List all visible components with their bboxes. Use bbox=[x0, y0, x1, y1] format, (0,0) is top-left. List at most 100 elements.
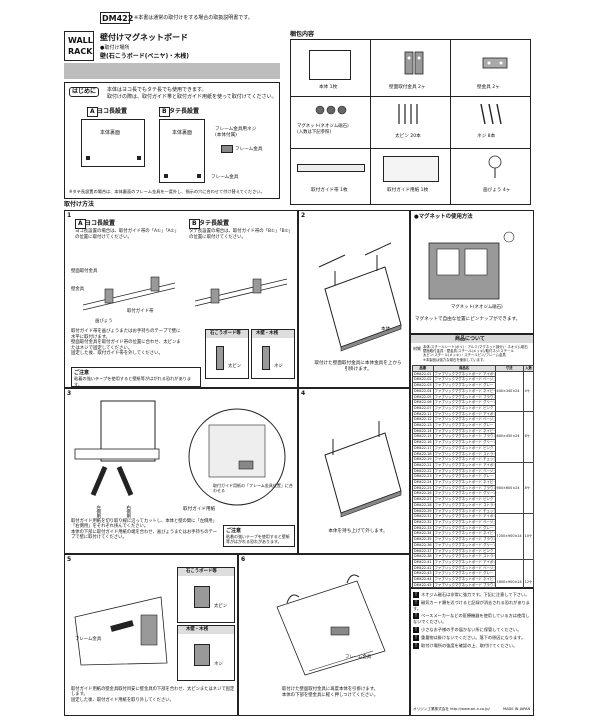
step1-wood-label: 木壁・木桟 bbox=[256, 331, 278, 336]
product-code: DM422-41 bbox=[412, 558, 434, 566]
product-magnet-count: 6ケ bbox=[522, 410, 535, 463]
product-code: DM422-29 bbox=[412, 507, 434, 515]
product-code: DM422-32 bbox=[412, 519, 434, 526]
made-in: MADE IN JAPAN bbox=[503, 707, 531, 711]
frame-hw-a-right bbox=[137, 156, 141, 160]
item-pin: 太ピン 20本 bbox=[395, 134, 421, 140]
step1-board-label: 石こうボード等 bbox=[210, 331, 241, 336]
product-name: ファブリックマグネットボード ネイビー bbox=[432, 479, 496, 486]
step4-panel: 4 本体を持ち上げて外します。 bbox=[298, 388, 410, 554]
product-code: DM422-15 bbox=[412, 433, 434, 441]
product-name: ファブリックマグネットボード ネイビー bbox=[432, 530, 496, 538]
product-name: ファブリックマグネットボード グレー bbox=[432, 473, 496, 481]
install-place-value: 壁(石こうボード(ベニヤ)・木桟) bbox=[100, 53, 189, 60]
magnet-title: ●マグネットの使用方法 bbox=[414, 214, 473, 220]
intro-line1: 本体はヨコ長でもタテ長でも使用できます。 bbox=[107, 87, 207, 93]
guide-band-illustration bbox=[297, 164, 365, 172]
item-guide-band: 取付ガイド帯 1枚 bbox=[311, 188, 348, 194]
step3-note-title: ご注意 bbox=[226, 528, 242, 534]
install-place-label: ●取付け場所 bbox=[100, 45, 130, 51]
product-code: DM422-33 bbox=[412, 524, 434, 532]
product-code: DM422-03 bbox=[412, 382, 434, 389]
warning-text: ネオジム磁石は非常に強力です。下記に注意して下さい。 bbox=[421, 592, 530, 597]
item-wall-hw: 壁面取付金具 2ヶ bbox=[389, 85, 426, 91]
step5-number: 5 bbox=[67, 556, 72, 563]
product-code: DM422-04 bbox=[412, 387, 434, 395]
grid-v2 bbox=[450, 40, 451, 204]
product-code: DM422-19 bbox=[412, 456, 434, 463]
product-code: DM422-24 bbox=[412, 479, 434, 486]
warning-text: 取付け場所の強度を確認の上、取付けてください。 bbox=[421, 642, 518, 648]
product-name: ファブリックマグネットボード グリーン bbox=[432, 541, 496, 549]
header-bar bbox=[64, 63, 280, 79]
product-code: DM422-43 bbox=[412, 570, 434, 577]
warning-icon: ! bbox=[413, 600, 419, 606]
warning-item: !小さなお子様の手の届かない所に保管してください。 bbox=[413, 626, 533, 633]
product-magnet-count: 4ケ bbox=[522, 370, 535, 412]
intro-note: ※タテ長設置の場合は、本体裏面のフレーム金具を一度外し、指示の穴に合わせて付け替… bbox=[69, 189, 265, 194]
product-code: DM422-12 bbox=[412, 416, 434, 424]
warning-icon: ! bbox=[413, 613, 419, 620]
warnings-panel: !ネオジム磁石は非常に強力です。下記に注意して下さい。!磁気カード類を近づけると… bbox=[410, 588, 534, 716]
item-wall-metal: 壁金具 2ヶ bbox=[477, 85, 500, 91]
logo-line2: RACK bbox=[68, 47, 93, 56]
item-screw: ネジ 8本 bbox=[477, 134, 495, 140]
product-code: DM422-26 bbox=[412, 490, 434, 498]
product-name: ファブリックマグネットボード ピンク bbox=[432, 496, 496, 503]
product-name: ファブリックマグネットボード グレー bbox=[432, 422, 496, 429]
step4-number: 4 bbox=[301, 390, 306, 397]
product-name: ファブリックマグネットボード ピンク bbox=[432, 547, 496, 555]
product-name: ファブリックマグネットボード ベージュ bbox=[432, 519, 496, 526]
item-body-name: 本体 bbox=[319, 85, 329, 90]
product-name: ファブリックマグネットボード チェック bbox=[432, 507, 496, 515]
product-title: 商品について bbox=[455, 336, 485, 342]
grid-h2 bbox=[291, 148, 530, 149]
product-code: DM422-01 bbox=[412, 370, 434, 378]
product-size: 900×600×24 bbox=[494, 461, 524, 515]
intro-line2: 取付けの際は、取付ガイド帯と取付ガイド用紙を使って取付けてください。 bbox=[107, 94, 277, 100]
item-guide-band-name: 取付ガイド帯 bbox=[311, 188, 339, 193]
magnet-panel: ●マグネットの使用方法 マグネット(ネオジム磁石) マグネットで自由な位置にピン… bbox=[410, 210, 534, 334]
step6-diagram bbox=[276, 574, 386, 676]
item-thumbtack: 画びょう 4ヶ bbox=[483, 188, 510, 194]
warning-item: !取付け場所の強度を確認の上、取付けてください。 bbox=[413, 642, 533, 649]
step5-board-box: 石こうボード等 太ピン bbox=[177, 567, 235, 623]
item-pin-qty: 20本 bbox=[410, 134, 421, 139]
warning-text: ペースメーカーなどの医療機器を使用している方は使用しないでください。 bbox=[413, 613, 530, 625]
product-name: ファブリックマグネットボード グレー bbox=[432, 570, 496, 577]
step5-wood-label: 木壁・木桟 bbox=[186, 627, 208, 632]
product-name: ファブリックマグネットボード アイボリー bbox=[432, 370, 496, 378]
product-code: DM422-27 bbox=[412, 496, 434, 503]
item-magnet-name: マグネット(ネオジム磁石) (入数は下記参照) bbox=[297, 124, 349, 135]
product-name: ファブリックマグネットボード ネイビー bbox=[432, 427, 496, 435]
step5-wood-box: 木壁・木桟 ネジ bbox=[177, 625, 235, 681]
thick-pin-icon bbox=[398, 104, 418, 124]
intro-badge: はじめに bbox=[69, 87, 100, 97]
product-name: ファブリックマグネットボード ネイビー bbox=[432, 576, 496, 583]
product-code: DM422-17 bbox=[412, 444, 434, 452]
step1-guide-diagram bbox=[82, 276, 288, 311]
product-code: DM422-44 bbox=[412, 576, 434, 583]
product-code: DM422-34 bbox=[412, 530, 434, 538]
step5-board-title-bar bbox=[178, 568, 234, 576]
item-screw-name: ネジ bbox=[477, 134, 487, 139]
product-name: ファブリックマグネットボード ピンク bbox=[432, 444, 496, 452]
step5-frame-label: フレーム金具 bbox=[75, 637, 102, 642]
product-name: ファブリックマグネットボード ブラウン bbox=[432, 393, 496, 401]
product-name: ファブリックマグネットボード ブラウン bbox=[432, 536, 496, 543]
wall-metal-icon bbox=[482, 57, 508, 69]
tab-a-title: ヨコ長設置 bbox=[97, 108, 128, 115]
step1-a-title: ヨコ長設置 bbox=[85, 220, 116, 227]
step6-frame-label: フレーム金具 bbox=[345, 655, 372, 660]
step3-panel: 3 左側用 右側用 取付ガイド用紙 取付ガイド用紙の「フレーム金具位置」に合わせ… bbox=[64, 388, 298, 554]
product-code: DM422-31 bbox=[412, 513, 434, 520]
product-code: DM422-36 bbox=[412, 541, 434, 549]
